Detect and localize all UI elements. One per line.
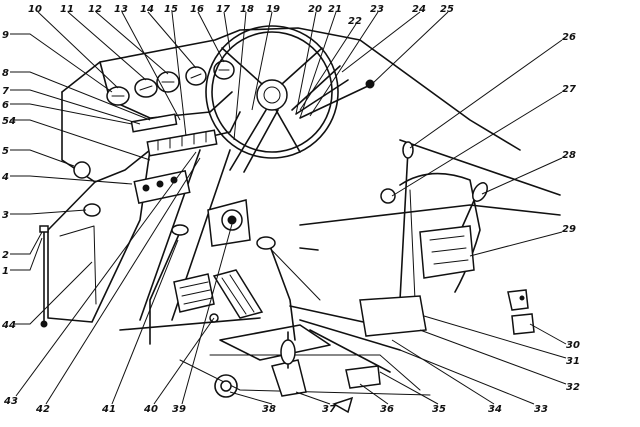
callout-8: 8 — [2, 68, 9, 79]
instrument-cluster — [106, 60, 235, 205]
left-controls — [39, 161, 101, 328]
callout-39: 39 — [172, 404, 186, 415]
callout-24: 24 — [412, 4, 426, 15]
callout-21: 21 — [328, 4, 342, 15]
callout-25: 25 — [440, 4, 454, 15]
callout-10: 10 — [28, 4, 42, 15]
callout-40: 40 — [143, 404, 158, 415]
gear-levers — [149, 224, 319, 345]
callout-29: 29 — [562, 224, 576, 235]
callout-14: 14 — [140, 4, 154, 15]
callout-7: 7 — [2, 86, 9, 97]
dashboard-body — [47, 27, 561, 396]
callout-41: 41 — [101, 404, 116, 415]
callout-13: 13 — [114, 4, 128, 15]
callout-11: 11 — [60, 4, 74, 15]
callout-9: 9 — [2, 30, 9, 41]
pedals — [173, 269, 264, 323]
steering-wheel — [205, 25, 339, 173]
leader-lines — [10, 11, 567, 405]
callout-31: 31 — [566, 356, 580, 367]
callout-3: 3 — [2, 210, 9, 221]
callout-labels: 1 2 3 4 5 54 6 7 8 9 10 11 12 13 14 15 1… — [1, 4, 580, 415]
gauge-14 — [185, 66, 207, 86]
gauge-12 — [156, 71, 180, 93]
column-boot — [207, 199, 251, 247]
callout-42: 42 — [35, 404, 50, 415]
callout-54: 54 — [2, 116, 16, 127]
callout-4: 4 — [1, 172, 9, 183]
callout-28: 28 — [562, 150, 576, 161]
callout-33: 33 — [534, 404, 548, 415]
callout-1: 1 — [2, 266, 9, 277]
callout-15: 15 — [164, 4, 178, 15]
callout-18: 18 — [240, 4, 254, 15]
callout-23: 23 — [370, 4, 384, 15]
callout-2: 2 — [2, 250, 9, 261]
callout-34: 34 — [488, 404, 502, 415]
callout-32: 32 — [566, 382, 580, 393]
callout-27: 27 — [562, 84, 576, 95]
hydraulic-controls — [380, 141, 488, 301]
callout-17: 17 — [216, 4, 230, 15]
callout-16: 16 — [190, 4, 204, 15]
callout-12: 12 — [88, 4, 102, 15]
callout-26: 26 — [562, 32, 576, 43]
callout-38: 38 — [262, 404, 276, 415]
callout-22: 22 — [348, 16, 362, 27]
gauge-10 — [106, 86, 130, 106]
valve-30 — [507, 289, 535, 335]
callout-43: 43 — [3, 396, 18, 407]
callout-37: 37 — [322, 404, 336, 415]
gauge-11 — [134, 78, 158, 98]
callout-20: 20 — [308, 4, 322, 15]
callout-35: 35 — [432, 404, 446, 415]
callout-6: 6 — [2, 100, 9, 111]
callout-44: 44 — [1, 320, 16, 331]
floor-linkage — [214, 295, 427, 414]
callout-30: 30 — [566, 340, 580, 351]
callout-5: 5 — [2, 146, 9, 157]
callout-36: 36 — [380, 404, 394, 415]
callout-19: 19 — [266, 4, 280, 15]
